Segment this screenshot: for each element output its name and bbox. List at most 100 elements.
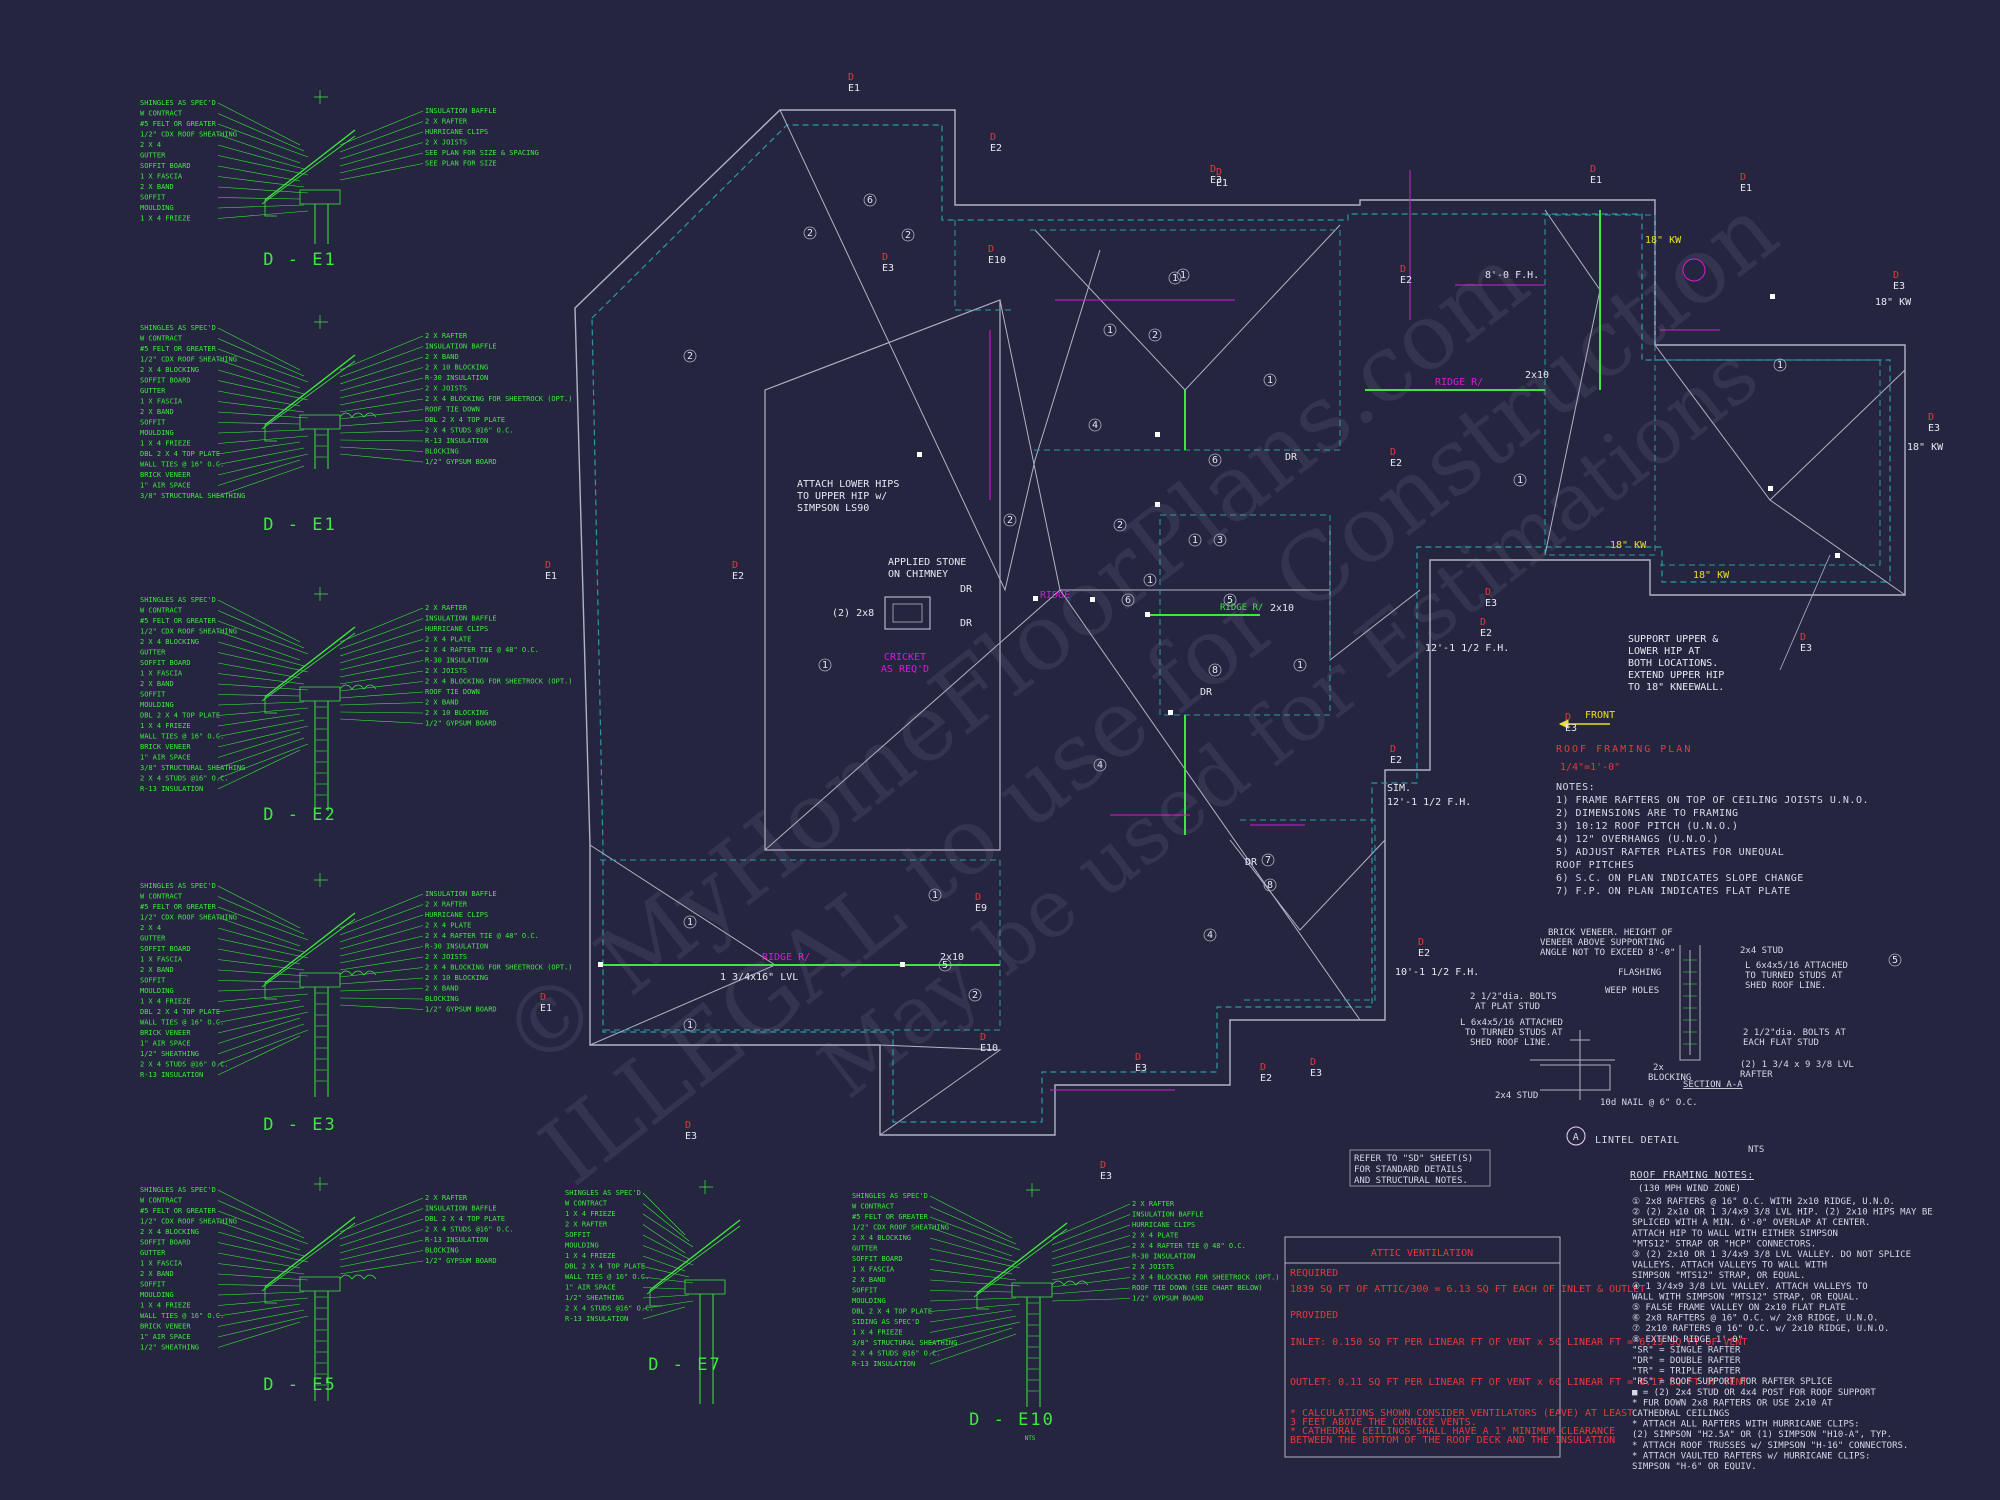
framing-note-item: ⑥ 2x8 RAFTERS @ 16" O.C. w/ 2x8 RIDGE, U… bbox=[1632, 1314, 1878, 1324]
rafter-note-number: 4 bbox=[1207, 930, 1213, 941]
leader-line bbox=[217, 359, 301, 389]
leader-line bbox=[217, 701, 305, 706]
detail-left-label: GUTTER bbox=[140, 935, 166, 943]
detail-callout-letter: D bbox=[1260, 1062, 1266, 1073]
fascia bbox=[976, 1293, 989, 1310]
leader-line bbox=[217, 737, 305, 769]
detail-right-label: 2 X 4 BLOCKING FOR SHEETROCK (OPT.) bbox=[425, 964, 573, 972]
detail-callout-id: E3 bbox=[1100, 1171, 1112, 1182]
detail-left-label: 1" AIR SPACE bbox=[140, 482, 191, 490]
leader-line bbox=[339, 1004, 424, 1010]
detail-right-label: 2 X 4 RAFTER TIE @ 48" O.C. bbox=[425, 932, 539, 940]
roof-support-posts bbox=[598, 294, 1840, 967]
leader-line bbox=[217, 401, 305, 413]
support-hip-note: SUPPORT UPPER & bbox=[1628, 634, 1718, 645]
lintel-label: 2x bbox=[1653, 1063, 1664, 1073]
leader-line bbox=[339, 956, 424, 971]
leader-line bbox=[929, 1290, 1013, 1293]
leader-line bbox=[1051, 1287, 1131, 1295]
leader-line bbox=[217, 631, 301, 661]
detail-left-label: #5 FELT OR GREATER bbox=[852, 1213, 929, 1221]
fascia bbox=[264, 1287, 277, 1304]
detail-left-label: 2 X 4 STUDS @16" O.C. bbox=[140, 1061, 229, 1069]
leader-line bbox=[929, 1206, 1017, 1245]
rafter-note-number: 6 bbox=[1212, 455, 1218, 466]
rafter-note-number: 5 bbox=[942, 960, 948, 971]
detail-left-label: SOFFIT bbox=[140, 691, 166, 699]
detail-left-label: SOFFIT bbox=[140, 194, 166, 202]
lintel-label: TO TURNED STUDS AT bbox=[1465, 1028, 1563, 1038]
detail-left-label: SHINGLES AS SPEC'D bbox=[565, 1189, 641, 1197]
roof-plan-scale: 1/4"=1'-0" bbox=[1560, 762, 1620, 773]
rafter-line bbox=[264, 354, 356, 426]
leader-line bbox=[217, 749, 301, 790]
leader-line bbox=[339, 430, 424, 434]
leader-line bbox=[217, 435, 309, 444]
detail-right-label: INSULATION BAFFLE bbox=[425, 343, 497, 351]
leader-line bbox=[217, 144, 305, 170]
leader-line bbox=[339, 977, 424, 985]
detail-right-label: R-30 INSULATION bbox=[425, 657, 488, 665]
rafter-note-number: 1 bbox=[1517, 475, 1523, 486]
detail-d-e3-3: SHINGLES AS SPEC'DW CONTRACT#5 FELT OR G… bbox=[140, 873, 573, 1135]
detail-left-label: 2 X BAND bbox=[852, 1276, 886, 1284]
detail-left-label: 2 X 4 bbox=[140, 924, 161, 932]
leader-line bbox=[339, 446, 424, 452]
detail-left-label: 1 X 4 FRIEZE bbox=[140, 998, 191, 1006]
fascia bbox=[264, 983, 277, 1000]
chimney-inner bbox=[892, 603, 923, 623]
detail-left-label: SHINGLES AS SPEC'D bbox=[140, 99, 216, 107]
framing-note-item: SPLICED WITH A MIN. 6'-0" OVERLAP AT CEN… bbox=[1632, 1218, 1870, 1228]
detail-left-label: 1 X 4 FRIEZE bbox=[565, 1252, 616, 1260]
applied-stone-note: APPLIED STONE bbox=[888, 557, 966, 568]
framing-note-item: SIMPSON "H-6" OR EQUIV. bbox=[1632, 1462, 1757, 1472]
detail-left-label: 1 X 4 FRIEZE bbox=[565, 1210, 616, 1218]
rafter-note-marker bbox=[1213, 533, 1227, 547]
leader-line bbox=[339, 142, 424, 167]
leader-line bbox=[339, 110, 424, 146]
framing-note-item: CATHEDRAL CEILINGS bbox=[1632, 1409, 1730, 1419]
detail-left-label: #5 FELT OR GREATER bbox=[140, 903, 217, 911]
leader-line bbox=[217, 707, 309, 716]
refer-note-line: FOR STANDARD DETAILS bbox=[1354, 1165, 1462, 1175]
leader-line bbox=[642, 1234, 690, 1260]
roof-plan-note: 5) ADJUST RAFTER PLATES FOR UNEQUAL bbox=[1556, 847, 1784, 858]
lintel-label: AT PLAT STUD bbox=[1475, 1002, 1540, 1012]
framing-note-item: WALL WITH SIMPSON "MTS12" STRAP, OR EQUA… bbox=[1632, 1292, 1860, 1302]
leader-line bbox=[217, 176, 305, 188]
leader-line bbox=[217, 652, 309, 673]
framing-note-item: ■ = (2) 2x4 STUD OR 4x4 POST FOR ROOF SU… bbox=[1632, 1388, 1876, 1398]
leader-line bbox=[217, 1189, 301, 1233]
detail-left-label: GUTTER bbox=[140, 152, 166, 160]
rafter-note-number: 1 bbox=[822, 660, 828, 671]
detail-callout-id: E2 bbox=[1418, 948, 1430, 959]
leader-line bbox=[217, 447, 305, 465]
refer-note-frame bbox=[1349, 1149, 1491, 1187]
leader-line bbox=[339, 453, 424, 463]
detail-right-label: R-30 INSULATION bbox=[425, 374, 488, 382]
lintel-tag-circle bbox=[1566, 1126, 1586, 1146]
framing-note-item: "RS" = ROOF SUPPORT FOR RAFTER SPLICE bbox=[1632, 1377, 1832, 1387]
front-arrowhead bbox=[1558, 719, 1569, 729]
detail-callout-letter: D bbox=[980, 1032, 986, 1043]
detail-right-label: ROOF TIE DOWN (SEE CHART BELOW) bbox=[1132, 1284, 1263, 1292]
cricket-note: AS REQ'D bbox=[881, 664, 929, 675]
rafter-line bbox=[264, 129, 356, 201]
rafter-note-marker bbox=[1103, 323, 1117, 337]
attic-required-label: REQUIRED bbox=[1290, 1268, 1338, 1279]
detail-right-label: INSULATION BAFFLE bbox=[425, 1205, 497, 1213]
attach-hips-note: TO UPPER HIP w/ bbox=[797, 491, 887, 502]
detail-left-label: BRICK VENEER bbox=[140, 1323, 191, 1331]
detail-left-label: SOFFIT BOARD bbox=[140, 377, 191, 385]
rafter-note-marker bbox=[1513, 473, 1527, 487]
leader-line bbox=[929, 1315, 1017, 1333]
leader-line bbox=[217, 620, 309, 655]
leader-line bbox=[217, 390, 301, 407]
detail-callout-letter: D bbox=[545, 560, 551, 571]
leader-line bbox=[929, 1237, 1017, 1263]
leader-line bbox=[339, 121, 424, 153]
leader-line bbox=[217, 599, 301, 643]
leader-line bbox=[339, 1218, 424, 1247]
double-rafter-label: DR bbox=[960, 584, 973, 595]
detail-callout-id: E3 bbox=[1565, 723, 1577, 734]
